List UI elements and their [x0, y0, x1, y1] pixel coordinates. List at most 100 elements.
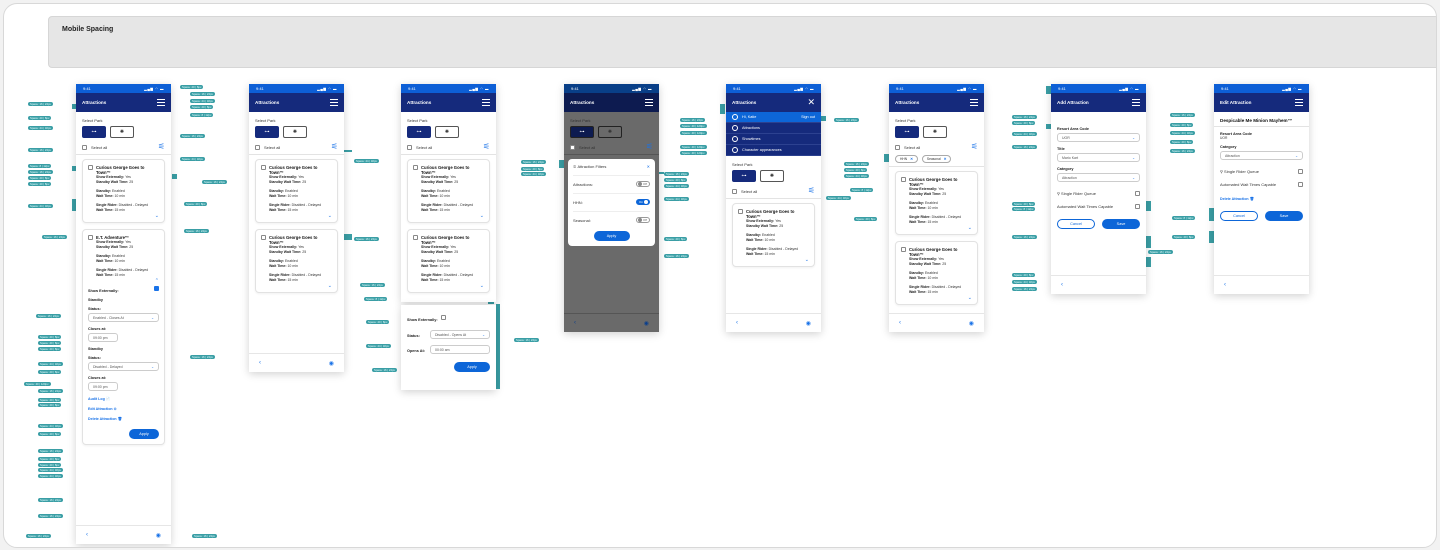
cancel-button[interactable]: Cancel	[1220, 211, 1258, 221]
chevron-down-icon[interactable]: ⌄	[804, 257, 809, 263]
select-field[interactable]: Attraction⌄	[1057, 173, 1140, 182]
select-all[interactable]: Select all	[895, 144, 920, 150]
opens-at-input[interactable]: 00:00 am	[430, 345, 490, 354]
filter-icon[interactable]: ⚟	[482, 142, 490, 151]
delete-attraction-link[interactable]: Delete Attraction 🗑	[1220, 197, 1255, 201]
home-icon[interactable]: ◉	[328, 360, 334, 367]
park-option-universal[interactable]: ⊶	[82, 126, 106, 138]
menu-item[interactable]: Character appearances	[726, 145, 821, 156]
park-option-universal[interactable]: ⊶	[255, 126, 279, 138]
select-field[interactable]: Mario Kart⌄	[1057, 153, 1140, 162]
input-field[interactable]: 09:00 pm	[88, 333, 118, 342]
filter-icon[interactable]: ⚟	[807, 186, 815, 195]
toggle[interactable]: Off	[636, 181, 650, 187]
toggle[interactable]: Off	[636, 217, 650, 223]
hamburger-menu-icon[interactable]	[157, 99, 165, 106]
edit-attraction-link[interactable]: Edit Attraction ⊙	[88, 407, 117, 411]
select-all-checkbox[interactable]	[255, 144, 260, 150]
automated-checkbox[interactable]	[1298, 182, 1303, 187]
status-select[interactable]: Disabled - Opens At⌄	[430, 330, 490, 339]
filter-chip[interactable]: HHN✕	[895, 155, 918, 163]
select-all-checkbox[interactable]	[407, 144, 412, 150]
toggle[interactable]: On	[636, 199, 650, 205]
chip-remove-icon[interactable]: ✕	[943, 157, 947, 161]
filter-chip[interactable]: Seasonal✕	[921, 155, 952, 163]
chevron-down-icon[interactable]: ⌄	[327, 283, 332, 289]
filter-icon[interactable]: ⚟	[970, 142, 978, 151]
chevron-down-icon[interactable]: ⌄	[327, 213, 332, 219]
park-option-islands[interactable]: ✺	[598, 126, 622, 138]
park-option-universal[interactable]: ⊶	[732, 170, 756, 182]
hamburger-menu-icon[interactable]	[1132, 99, 1140, 106]
card-checkbox[interactable]	[261, 165, 266, 170]
close-icon[interactable]: ✕	[646, 164, 650, 169]
chevron-down-icon[interactable]: ⌄	[479, 283, 484, 289]
select-all[interactable]: Select all	[82, 144, 107, 150]
apply-button[interactable]: Apply	[129, 429, 159, 439]
chevron-down-icon[interactable]: ⌄	[154, 213, 159, 219]
apply-button[interactable]: Apply	[454, 362, 490, 372]
single-rider-checkbox[interactable]	[1135, 191, 1140, 196]
save-button[interactable]: Save	[1102, 219, 1140, 229]
filter-icon[interactable]: ⚟	[645, 142, 653, 151]
delete-attraction-link[interactable]: Delete Attraction 🗑	[88, 417, 123, 421]
hamburger-menu-icon[interactable]	[970, 99, 978, 106]
park-option-universal[interactable]: ⊶	[570, 126, 594, 138]
show-externally-checkbox[interactable]	[440, 315, 446, 320]
park-option-islands[interactable]: ✺	[923, 126, 947, 138]
select-all-checkbox[interactable]	[570, 144, 575, 150]
select-field[interactable]: Attraction⌄	[1220, 151, 1303, 160]
chevron-down-icon[interactable]: ⌄	[967, 225, 972, 231]
apply-button[interactable]: Apply	[593, 231, 630, 241]
back-icon[interactable]: ‹	[574, 320, 576, 326]
automated-checkbox[interactable]	[1135, 204, 1140, 209]
save-button[interactable]: Save	[1265, 211, 1303, 221]
park-option-islands[interactable]: ✺	[110, 126, 134, 138]
chevron-up-icon[interactable]: ⌃	[154, 278, 159, 284]
home-icon[interactable]: ◉	[805, 320, 811, 327]
close-icon[interactable]: ✕	[807, 97, 815, 107]
single-rider-checkbox[interactable]	[1298, 169, 1303, 174]
card-checkbox[interactable]	[413, 165, 418, 170]
park-option-universal[interactable]: ⊶	[895, 126, 919, 138]
chip-remove-icon[interactable]: ✕	[910, 157, 913, 161]
hamburger-menu-icon[interactable]	[482, 99, 490, 106]
card-checkbox[interactable]	[738, 209, 743, 214]
park-option-islands[interactable]: ✺	[283, 126, 307, 138]
home-icon[interactable]: ◉	[968, 320, 974, 327]
chevron-down-icon[interactable]: ⌄	[479, 213, 484, 219]
hamburger-menu-icon[interactable]	[330, 99, 338, 106]
back-icon[interactable]: ‹	[899, 320, 901, 326]
select-all[interactable]: Select all	[407, 144, 432, 150]
park-option-islands[interactable]: ✺	[435, 126, 459, 138]
card-checkbox[interactable]	[901, 247, 906, 252]
sign-out-link[interactable]: Sign out	[801, 115, 815, 119]
chevron-down-icon[interactable]: ⌄	[967, 295, 972, 301]
card-checkbox[interactable]	[413, 235, 418, 240]
card-checkbox[interactable]	[88, 235, 93, 240]
back-icon[interactable]: ‹	[736, 320, 738, 326]
home-icon[interactable]: ◉	[643, 320, 649, 327]
menu-item[interactable]: Showtimes	[726, 134, 821, 145]
select-field[interactable]: Disabled - Delayed⌄	[88, 362, 159, 371]
select-field[interactable]: Enabled - Closes At⌄	[88, 313, 159, 322]
back-icon[interactable]: ‹	[1224, 282, 1226, 288]
card-checkbox[interactable]	[261, 235, 266, 240]
park-option-islands[interactable]: ✺	[760, 170, 784, 182]
select-all[interactable]: Select all	[732, 188, 757, 194]
select-all[interactable]: Select all	[255, 144, 280, 150]
back-icon[interactable]: ‹	[86, 532, 88, 538]
hamburger-menu-icon[interactable]	[645, 99, 653, 106]
select-all[interactable]: Select all	[570, 144, 595, 150]
back-icon[interactable]: ‹	[1061, 282, 1063, 288]
hamburger-menu-icon[interactable]	[1295, 99, 1303, 106]
show-externally-checkbox[interactable]	[154, 286, 159, 291]
home-icon[interactable]: ◉	[155, 532, 161, 539]
